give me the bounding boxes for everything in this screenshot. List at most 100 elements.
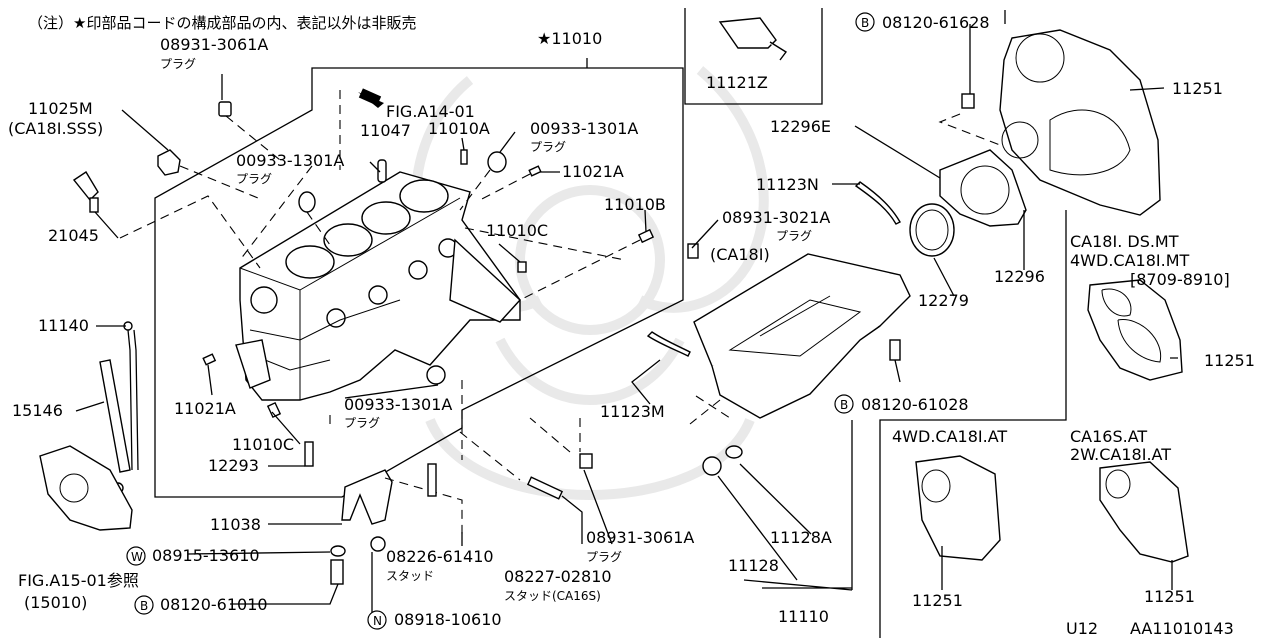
label-08931-3061A-bottom: 08931-3061A xyxy=(586,528,694,547)
pin-11010C-bottom xyxy=(266,401,282,419)
badge-w-icon xyxy=(126,546,146,566)
washer-08915 xyxy=(330,545,346,557)
sub2-08931-3021A: (CA18I) xyxy=(710,245,770,264)
label-11047: 11047 xyxy=(360,121,411,140)
badge-b-1: B xyxy=(140,599,148,613)
fig-arrow xyxy=(358,88,384,108)
stud-08227-02810 xyxy=(459,431,564,500)
label-08120-61010: 08120-61010 xyxy=(160,595,268,614)
label-15146: 15146 xyxy=(12,401,63,420)
panel-tr-line1: CA18I. DS.MT xyxy=(1070,232,1179,251)
label-11123M: 11123M xyxy=(600,402,665,421)
bolt-12293 xyxy=(304,441,314,467)
nut-08918 xyxy=(370,536,386,552)
sub-00933-1301A-left: プラグ xyxy=(236,172,272,186)
label-11010B: 11010B xyxy=(604,195,666,214)
plug-08931-3061A-bottom xyxy=(529,417,593,469)
label-12296: 12296 xyxy=(994,267,1045,286)
label-11140: 11140 xyxy=(38,316,89,335)
block-assembly-outline xyxy=(154,58,684,498)
badge-b-icon-3 xyxy=(834,394,854,414)
sub-08931-3061A-top: プラグ xyxy=(160,57,196,71)
label-08120-61028: 08120-61028 xyxy=(861,395,969,414)
pin-11010C-top xyxy=(517,261,527,273)
label-11251-top: 11251 xyxy=(1172,79,1223,98)
dipstick-11140 xyxy=(123,321,139,471)
label-11123N: 11123N xyxy=(756,175,819,194)
label-12279: 12279 xyxy=(918,291,969,310)
label-08931-3021A: 08931-3021A xyxy=(722,208,830,227)
front-cover-fig-a15 xyxy=(39,445,133,531)
panel-tr-line3: [8709-8910] xyxy=(1130,270,1230,289)
bearing-11123N xyxy=(854,181,901,225)
badge-b-icon-2 xyxy=(855,12,875,32)
drain-plug-11128 xyxy=(702,456,722,476)
badge-b-3: B xyxy=(840,398,848,412)
sub-08227-02810: スタッド(CA16S) xyxy=(504,589,601,603)
label-08931-3061A-top: 08931-3061A xyxy=(160,35,268,54)
sub-08931-3021A: プラグ xyxy=(776,229,812,243)
label-08120-61628: 08120-61628 xyxy=(882,13,990,32)
label-11010C-top: 11010C xyxy=(486,221,548,240)
oil-pan-11110 xyxy=(693,253,911,419)
label-00933-1301A-left: 00933-1301A xyxy=(236,151,344,170)
badge-n: N xyxy=(373,614,382,628)
variant-plate-top-right xyxy=(1087,279,1183,381)
rear-plate-11251 xyxy=(999,29,1161,216)
label-08918-10610: 08918-10610 xyxy=(394,610,502,629)
seal-12279 xyxy=(909,203,955,257)
label-11038: 11038 xyxy=(210,515,261,534)
tube-11121Z xyxy=(718,17,788,61)
block-dash-lines xyxy=(239,90,626,460)
cylinder-block xyxy=(235,171,521,401)
pin-11021A-bottom xyxy=(202,353,217,366)
label-11021A-top: 11021A xyxy=(562,162,624,181)
label-11110: 11110 xyxy=(778,607,829,626)
label-21045: 21045 xyxy=(48,226,99,245)
footer-model: U12 xyxy=(1066,619,1098,638)
label-00933-1301A-bottom: 00933-1301A xyxy=(344,395,452,414)
label-11121Z: 11121Z xyxy=(706,73,768,92)
panel-br-part: 11251 xyxy=(1144,587,1195,606)
svg-text:★11010: ★11010 xyxy=(537,29,602,48)
panel-tr-line2: 4WD.CA18I.MT xyxy=(1070,251,1189,270)
plug-00933-1301A-bottom xyxy=(426,365,446,385)
sub-00933-1301A-bottom: プラグ xyxy=(344,416,380,430)
sub-11025M: (CA18I.SSS) xyxy=(8,119,103,138)
variant-plate-bottom-left xyxy=(915,455,1001,561)
panel-11121Z xyxy=(684,8,823,105)
seal-retainer-12296 xyxy=(939,149,1027,227)
label-11128A: 11128A xyxy=(770,528,832,547)
badge-b-icon-1 xyxy=(134,595,154,615)
sub-08226-61410: スタッド xyxy=(386,569,434,583)
plug-00933-1301A-left xyxy=(298,191,331,246)
label-11010C-bottom: 11010C xyxy=(232,435,294,454)
panel-bl-line1: 4WD.CA18I.AT xyxy=(892,427,1007,446)
label-00933-1301A-right: 00933-1301A xyxy=(530,119,638,138)
sub-fig-a15: (15010) xyxy=(24,593,87,612)
variant-panel-frame xyxy=(879,210,1067,638)
variant-plate-bottom-right xyxy=(1099,461,1189,563)
panel-tr-part: 11251 xyxy=(1204,351,1255,370)
label-11021A-bottom: 11021A xyxy=(174,399,236,418)
panel-bl-part: 11251 xyxy=(912,591,963,610)
badge-w: W xyxy=(131,550,143,564)
bearing-11123M xyxy=(646,331,691,357)
footer-diagram-id: AA11010143 xyxy=(1130,619,1234,638)
pin-11021A-top xyxy=(479,165,542,201)
label-11010A: 11010A xyxy=(428,119,490,138)
panel-br-line1: CA16S.AT xyxy=(1070,427,1147,446)
bolt-08120-61628 xyxy=(938,93,1001,146)
label-08915-13610: 08915-13610 xyxy=(152,546,260,565)
bracket-11038 xyxy=(341,469,463,537)
pin-11047 xyxy=(377,159,387,183)
assembly-label: ★11010 xyxy=(537,29,602,48)
pin-11010B xyxy=(519,228,655,301)
bolt-08120-61028 xyxy=(889,339,901,361)
label-fig-a15: FIG.A15-01参照 xyxy=(18,571,139,590)
washer-11128A xyxy=(725,445,743,459)
oil-pan-dash xyxy=(689,395,731,425)
plug-00933-1301A-right xyxy=(459,151,507,211)
label-08227-02810: 08227-02810 xyxy=(504,567,612,586)
